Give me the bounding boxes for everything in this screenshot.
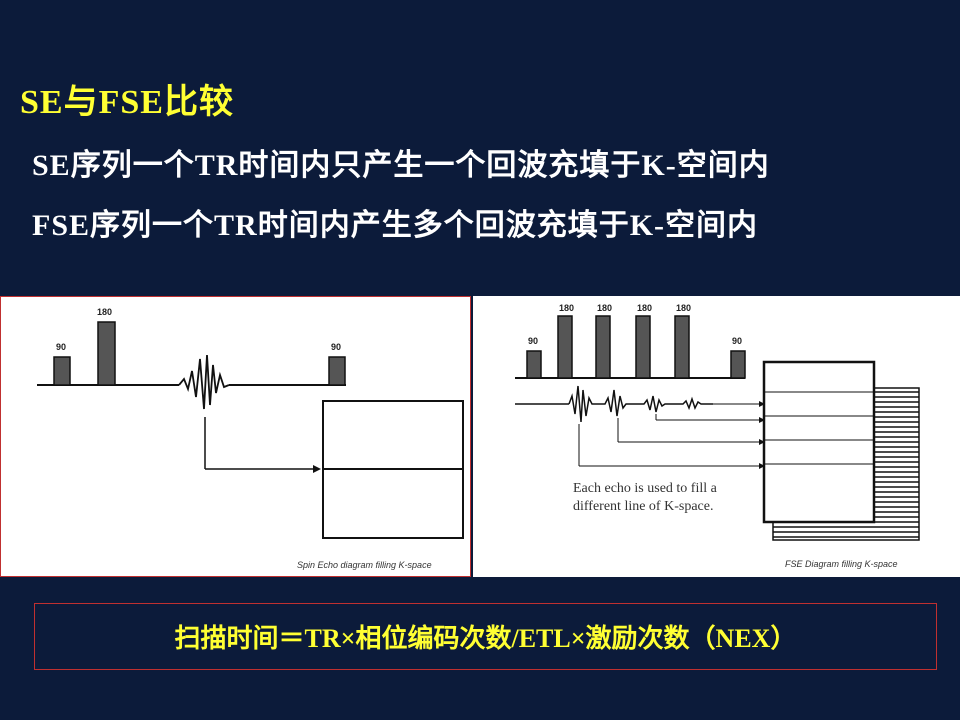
se-caption: Spin Echo diagram filling K-space [297,560,432,570]
scan-time-formula: 扫描时间＝TR×相位编码次数/ETL×激励次数（NEX） [34,603,937,670]
fse-label-180-1: 180 [559,303,574,313]
fse-caption: FSE Diagram filling K-space [785,559,898,569]
fse-note-line2: different line of K-space. [573,499,713,514]
fse-k-space [762,360,876,524]
fse-label-180-4: 180 [676,303,691,313]
fse-pulse-180-3 [635,315,651,379]
fse-pulse-180-4 [674,315,690,379]
fse-pulse-90-b [730,350,746,379]
fse-label-180-3: 180 [637,303,652,313]
fse-diagram: 90 180 180 180 180 90 Each echo is us [515,303,920,569]
se-label-180: 180 [97,307,112,317]
fse-echo-train [568,385,713,423]
fse-diagram-panel: 90 180 180 180 180 90 Each echo is us [473,296,960,577]
fse-label-180-2: 180 [597,303,612,313]
se-pulse-180 [97,321,116,386]
fse-pulse-180-1 [557,315,573,379]
fse-pulse-90-a [526,350,542,379]
se-echo-signal [178,354,230,410]
se-pulse-90-b [328,356,346,386]
se-description: SE序列一个TR时间内只产生一个回波充填于K-空间内 [32,149,770,182]
se-label-90-b: 90 [331,342,341,352]
fse-description: FSE序列一个TR时间内产生多个回波充填于K-空间内 [32,209,759,242]
fse-pulse-180-2 [595,315,611,379]
fse-label-90-a: 90 [528,336,538,346]
se-pulse-90-a [53,356,71,386]
se-diagram: 90 180 90 Spin Echo diagram filling K-sp… [37,307,464,570]
se-label-90-a: 90 [56,342,66,352]
slide-title: SE与FSE比较 [20,84,234,121]
se-diagram-panel: 90 180 90 Spin Echo diagram filling K-sp… [0,296,471,577]
fse-note-line1: Each echo is used to fill a [573,481,718,496]
fse-label-90-b: 90 [732,336,742,346]
